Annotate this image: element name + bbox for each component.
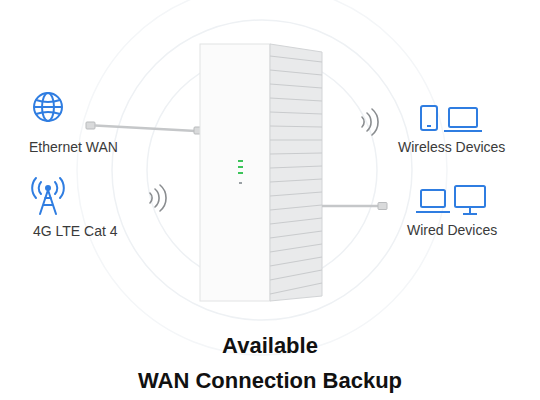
laptop-base — [444, 130, 482, 132]
laptop-screen — [421, 190, 445, 207]
ring — [77, 0, 447, 355]
wave — [362, 117, 364, 127]
fin — [270, 139, 322, 140]
wan-label: Ethernet WAN — [29, 138, 118, 156]
fin — [270, 205, 322, 210]
monitor-stand — [463, 207, 477, 214]
wave — [367, 113, 371, 131]
tower-mast — [40, 190, 56, 214]
wave — [155, 189, 159, 207]
router-side — [270, 44, 322, 301]
cable-line — [322, 205, 380, 208]
globe-icon — [34, 93, 62, 121]
fin — [270, 231, 322, 238]
cable-line — [95, 126, 196, 132]
fin — [270, 56, 322, 62]
wave — [160, 185, 166, 211]
globe-equator — [34, 106, 62, 108]
laptop-base — [416, 211, 450, 213]
caption-line: Available — [138, 328, 402, 363]
device-label: Wireless Devices — [398, 138, 505, 156]
fin — [270, 84, 322, 88]
ethernet-cable — [86, 122, 202, 134]
wave — [372, 109, 378, 135]
wired-device-icons — [416, 186, 485, 214]
router-device — [200, 44, 322, 301]
fin — [270, 179, 322, 182]
fin — [270, 218, 322, 224]
wireless-waves — [362, 109, 378, 135]
monitor-screen — [455, 186, 485, 207]
tower-signal — [32, 178, 64, 198]
background-rings — [77, 0, 447, 355]
fin — [270, 192, 322, 196]
fin — [270, 153, 322, 154]
router-leds — [238, 160, 243, 184]
tower-top — [46, 186, 50, 190]
router-fins — [270, 56, 322, 294]
globe-outline — [34, 93, 62, 121]
globe-latitudes — [36, 100, 60, 114]
fin — [270, 257, 322, 266]
laptop-screen — [449, 108, 477, 127]
led — [238, 166, 243, 168]
led — [238, 160, 243, 162]
tower-icon — [32, 178, 64, 214]
fin — [270, 166, 322, 168]
router-front — [200, 44, 270, 301]
cable-plug — [86, 122, 95, 129]
wireless-device-icons — [421, 106, 482, 131]
fin — [270, 98, 322, 101]
tablet-button — [427, 125, 431, 127]
fin — [270, 244, 322, 252]
wireless-waves — [150, 185, 166, 211]
device-label: Wired Devices — [407, 221, 497, 239]
wave — [150, 193, 152, 203]
fin — [270, 270, 322, 280]
fin — [270, 70, 322, 75]
fin — [270, 126, 322, 127]
cable-plug — [378, 203, 387, 210]
wan-label: 4G LTE Cat 4 — [33, 222, 118, 240]
ring — [112, 20, 412, 320]
led — [239, 182, 242, 184]
lan-cable — [322, 203, 387, 210]
fin — [270, 283, 322, 294]
fin — [270, 112, 322, 114]
caption: Available WAN Connection Backup — [138, 328, 402, 398]
led — [238, 172, 243, 174]
tablet-icon — [421, 106, 437, 130]
